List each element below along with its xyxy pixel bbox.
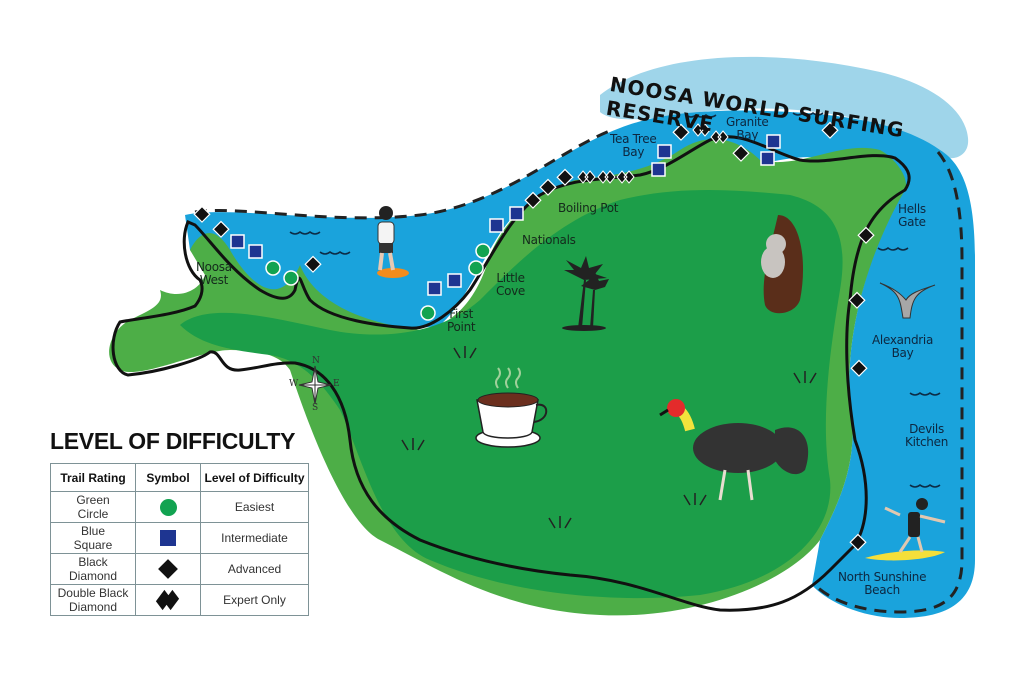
label-devils-kitchen: Devils Kitchen xyxy=(905,422,948,449)
legend-row: Double Black Diamond Expert Only xyxy=(50,584,309,616)
symbol-cell xyxy=(135,522,201,554)
label-nationals: Nationals xyxy=(522,233,576,247)
symbol-cell xyxy=(135,584,201,616)
legend-row: Black Diamond Advanced xyxy=(50,553,309,585)
rating-cell: Green Circle xyxy=(50,491,136,523)
compass-e: E xyxy=(333,379,340,389)
surfer-girl-icon xyxy=(865,498,946,561)
label-alexandria-bay: Alexandria Bay xyxy=(872,333,934,360)
legend-title: LEVEL OF DIFFICULTY xyxy=(50,428,296,454)
palm-tree-icon xyxy=(562,256,609,331)
level-cell: Advanced xyxy=(200,553,309,585)
level-cell: Intermediate xyxy=(200,522,309,554)
coffee-cup-icon xyxy=(475,367,548,448)
trail-markers-black xyxy=(193,121,875,551)
legend-header-row: Trail Rating Symbol Level of Difficulty xyxy=(50,463,309,492)
compass-s: S xyxy=(312,403,319,413)
label-first-point: First Point xyxy=(447,307,476,334)
rating-cell: Double Black Diamond xyxy=(50,584,136,616)
green-circle-icon xyxy=(159,498,177,516)
symbol-cell xyxy=(135,553,201,585)
difficulty-legend: LEVEL OF DIFFICULTY Trail Rating Symbol … xyxy=(50,428,312,616)
legend-row: Blue Square Intermediate xyxy=(50,522,309,554)
legend-table: Trail Rating Symbol Level of Difficulty … xyxy=(50,463,309,616)
trail-markers-green xyxy=(265,243,491,321)
surfer-boy-icon xyxy=(377,206,409,278)
grass-tuft-icon xyxy=(401,346,817,529)
label-little-cove: Little Cove xyxy=(496,271,526,298)
black-diamond-icon xyxy=(158,559,178,580)
label-tea-tree-bay: Tea Tree Bay xyxy=(610,132,657,159)
reserve-banner xyxy=(600,56,969,159)
header-level: Level of Difficulty xyxy=(200,463,309,492)
legend-row: Green Circle Easiest xyxy=(50,491,309,523)
trail-outline xyxy=(111,135,911,612)
brush-turkey-icon xyxy=(659,399,809,501)
level-cell: Expert Only xyxy=(200,584,309,616)
blue-square-icon xyxy=(160,530,176,546)
compass-star-icon xyxy=(298,365,332,405)
rating-cell: Blue Square xyxy=(50,522,136,554)
compass-w: W xyxy=(289,379,299,389)
compass-n: N xyxy=(312,356,320,366)
trail-markers-double-black xyxy=(577,123,729,184)
label-hells-gate: Hells Gate xyxy=(898,202,926,229)
label-noosa-west: Noosa West xyxy=(196,260,232,287)
double-black-diamond-icon xyxy=(155,589,180,611)
header-trail-rating: Trail Rating xyxy=(50,463,136,492)
label-boiling-pot: Boiling Pot xyxy=(558,201,619,215)
reserve-boundary xyxy=(194,128,964,614)
symbol-cell xyxy=(135,491,201,523)
level-cell: Easiest xyxy=(200,491,309,523)
koala-icon xyxy=(761,215,804,314)
compass-rose: N S W E xyxy=(289,356,340,413)
whale-tail-icon xyxy=(879,282,936,319)
rating-cell: Black Diamond xyxy=(50,553,136,585)
label-north-sunshine-beach: North Sunshine Beach xyxy=(838,570,927,597)
label-granite-bay: Granite Bay xyxy=(726,115,769,142)
trail-markers-blue xyxy=(230,134,781,296)
wave-icons xyxy=(289,112,941,488)
header-symbol: Symbol xyxy=(135,463,201,492)
